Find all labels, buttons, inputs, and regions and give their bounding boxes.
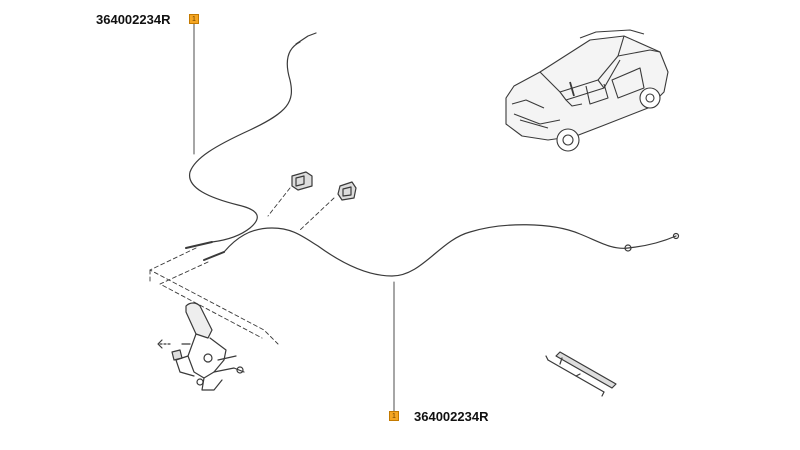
- callout-marker-bottom[interactable]: 1: [389, 411, 399, 421]
- mounting-nut[interactable]: [157, 339, 191, 361]
- part-number-label-top[interactable]: 364002234R: [96, 12, 171, 27]
- assembly-guide-lines: [149, 187, 335, 345]
- cable-tie-strap[interactable]: [545, 351, 617, 397]
- part-number-label-bottom[interactable]: 364002234R: [414, 409, 489, 424]
- cable-guide-clip-right[interactable]: [337, 181, 357, 201]
- callout-marker-top[interactable]: 1: [189, 14, 199, 24]
- cable-guide-clip-left[interactable]: [291, 171, 313, 191]
- left-cable-end: [295, 32, 317, 45]
- vehicle-location-thumbnail: [505, 29, 669, 152]
- left-rear-cable[interactable]: [189, 41, 301, 243]
- right-rear-cable[interactable]: [223, 224, 677, 277]
- handbrake-lever-assembly[interactable]: [175, 302, 245, 391]
